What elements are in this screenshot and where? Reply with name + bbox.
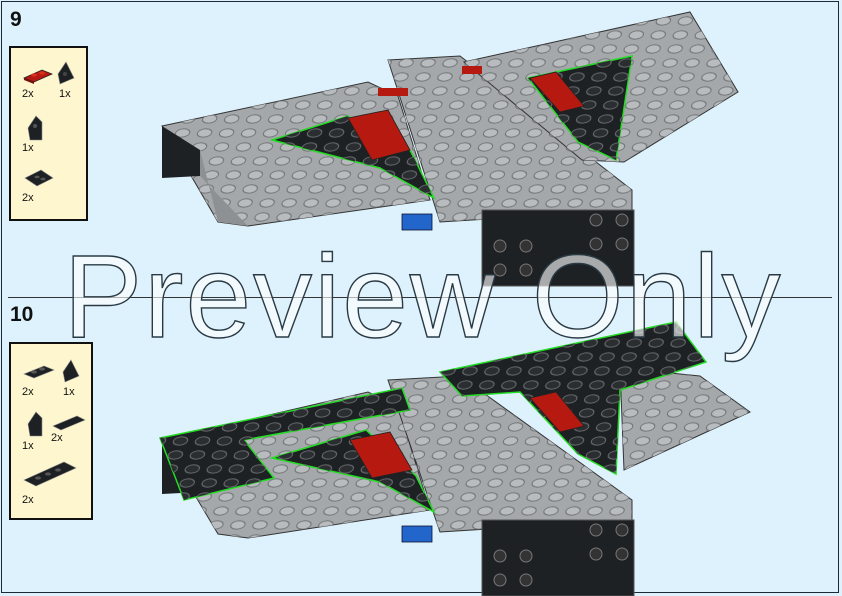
part-qty: 2x <box>51 432 63 444</box>
black-wedge-plate-small-icon <box>62 359 80 383</box>
fuselage <box>387 55 635 287</box>
part-qty: 2x <box>22 386 34 398</box>
black-wedge-plate-large-icon <box>24 169 54 187</box>
right-wing <box>619 367 751 471</box>
part-qty: 1x <box>22 142 34 154</box>
black-slope-brick-icon <box>27 115 43 141</box>
parts-callout-step-10: 2x 1x 1x 2x 2x <box>9 342 93 520</box>
part-qty: 1x <box>59 88 71 100</box>
step-number-9: 9 <box>10 8 22 31</box>
part-qty: 1x <box>63 386 75 398</box>
step-divider <box>8 297 832 298</box>
parts-callout-step-9: 2x 1x 1x 2x <box>9 46 88 221</box>
black-wedge-plate-icon <box>57 61 75 85</box>
black-plate-2x6-icon <box>23 461 77 487</box>
step-number-10: 10 <box>10 303 34 326</box>
part-qty: 1x <box>22 440 34 452</box>
fuselage <box>387 375 635 596</box>
part-qty: 2x <box>22 88 34 100</box>
part-qty: 2x <box>22 192 34 204</box>
part-qty: 2x <box>22 494 34 506</box>
red-plate-1x2-icon <box>22 69 54 84</box>
black-slope-brick-icon <box>27 411 43 437</box>
black-wedge-plate-icon <box>23 365 55 379</box>
black-tile-1x3-icon <box>52 415 86 431</box>
